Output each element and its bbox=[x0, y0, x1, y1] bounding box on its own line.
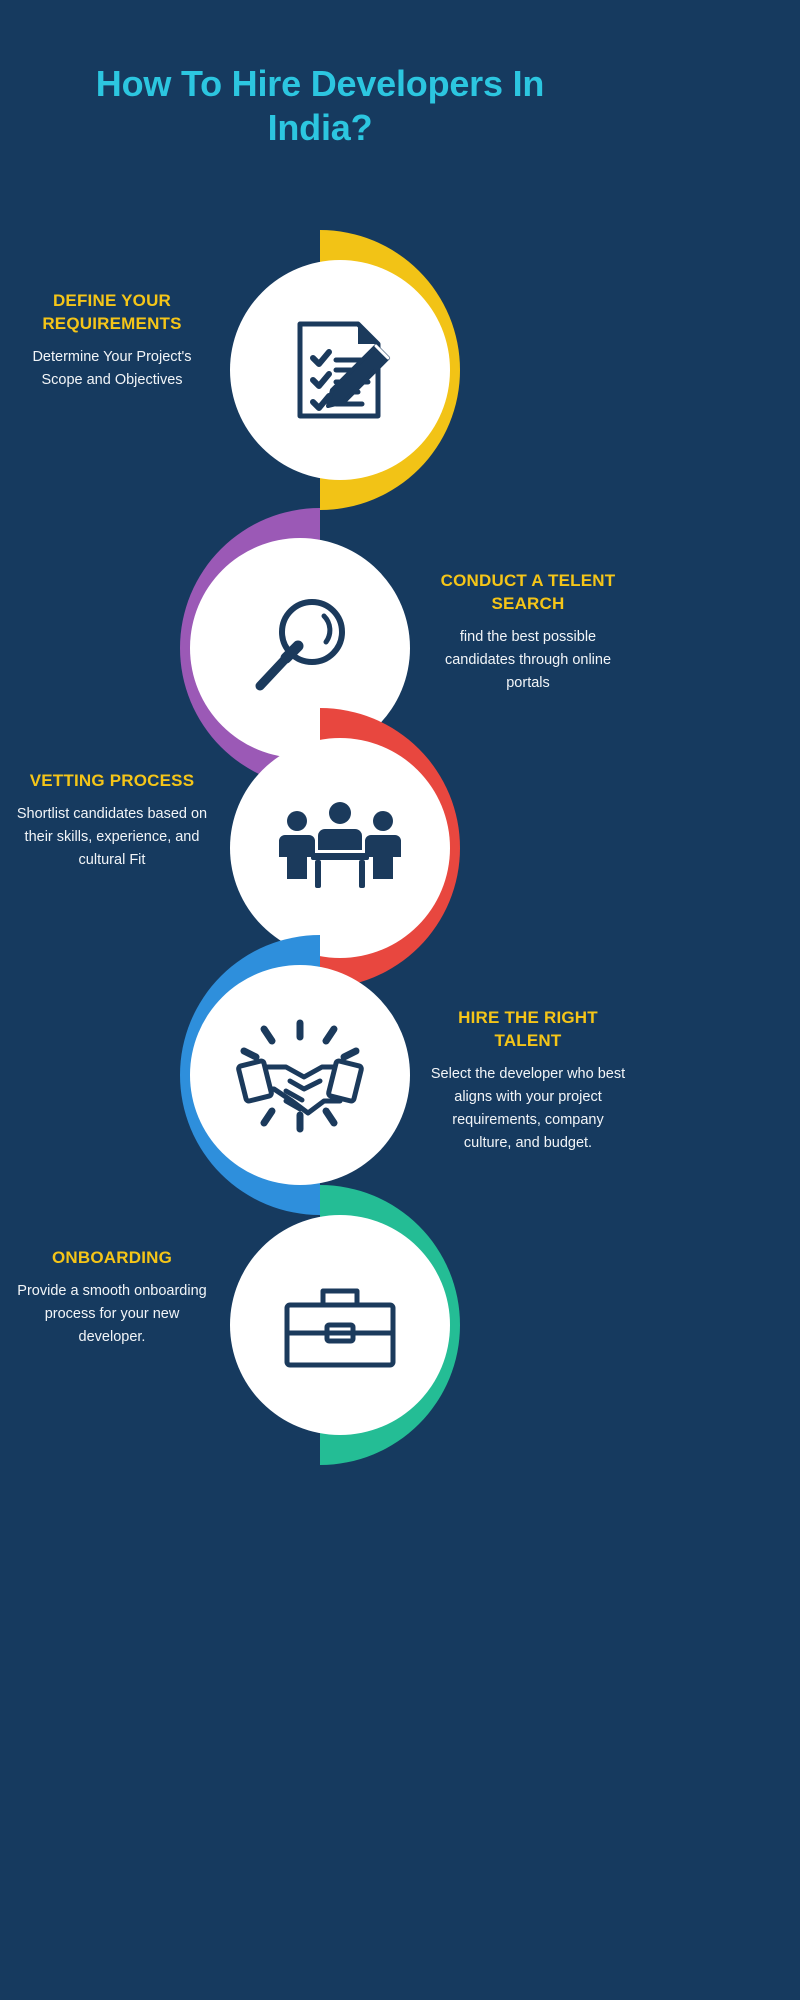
step-title-2: CONDUCT A TELENT SEARCH bbox=[440, 571, 616, 613]
step-title-5: ONBOARDING bbox=[51, 1248, 173, 1267]
handshake-icon bbox=[230, 1011, 370, 1139]
step-title-1: DEFINE YOUR REQUIREMENTS bbox=[42, 291, 182, 333]
step-description-1: Determine Your Project's Scope and Objec… bbox=[32, 348, 192, 389]
step-description-3: Shortlist candidates based on their skil… bbox=[16, 805, 208, 869]
step-icon-circle-3 bbox=[230, 738, 450, 958]
step-icon-circle-4 bbox=[190, 965, 410, 1185]
step-text-4: HIRE THE RIGHT TALENT Select the develop… bbox=[428, 1007, 628, 1156]
step-item: DEFINE YOUR REQUIREMENTS Determine Your … bbox=[0, 230, 640, 510]
step-text-5: ONBOARDING Provide a smooth onboarding p… bbox=[12, 1247, 212, 1350]
step-item: HIRE THE RIGHT TALENT Select the develop… bbox=[0, 935, 640, 1215]
step-item: CONDUCT A TELENT SEARCH find the best po… bbox=[0, 508, 640, 788]
step-description-4: Select the developer who best aligns wit… bbox=[430, 1065, 626, 1152]
step-icon-circle-1 bbox=[230, 260, 450, 480]
step-item: ONBOARDING Provide a smooth onboarding p… bbox=[0, 1185, 640, 1465]
interview-meeting-table-icon bbox=[275, 793, 405, 903]
step-text-3: VETTING PROCESS Shortlist candidates bas… bbox=[12, 770, 212, 873]
step-text-2: CONDUCT A TELENT SEARCH find the best po… bbox=[428, 570, 628, 695]
step-text-1: DEFINE YOUR REQUIREMENTS Determine Your … bbox=[12, 290, 212, 392]
step-item: VETTING PROCESS Shortlist candidates bas… bbox=[0, 708, 640, 988]
step-icon-circle-5 bbox=[230, 1215, 450, 1435]
step-description-2: find the best possible candidates throug… bbox=[444, 628, 612, 692]
step-title-3: VETTING PROCESS bbox=[29, 771, 195, 790]
magnifying-glass-icon bbox=[240, 588, 360, 708]
step-description-5: Provide a smooth onboarding process for … bbox=[17, 1282, 207, 1346]
checklist-document-pencil-icon bbox=[280, 310, 400, 430]
step-title-4: HIRE THE RIGHT TALENT bbox=[458, 1008, 598, 1050]
steps-container: DEFINE YOUR REQUIREMENTS Determine Your … bbox=[0, 230, 640, 1465]
briefcase-icon bbox=[275, 1269, 405, 1381]
page-title: How To Hire Developers In India? bbox=[95, 63, 545, 149]
